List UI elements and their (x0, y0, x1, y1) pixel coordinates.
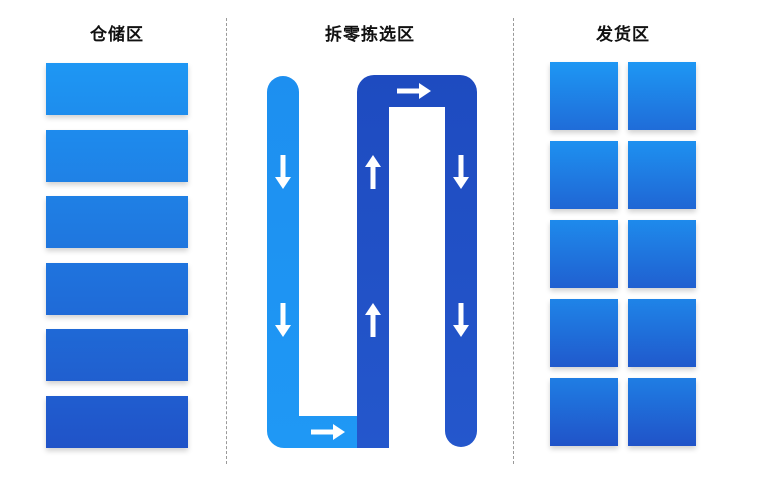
shipping-dock (550, 378, 618, 446)
arrow-down-icon (275, 155, 291, 189)
storage-zone-title: 仓储区 (90, 25, 144, 45)
shipping-dock (628, 299, 696, 367)
storage-shelf (46, 129, 188, 182)
arrow-right-icon (311, 424, 345, 440)
shipping-dock (550, 62, 618, 130)
arrow-down-icon (453, 303, 469, 337)
storage-shelf (46, 329, 188, 381)
path-lane-dark (357, 75, 477, 448)
zone-divider-right (513, 18, 514, 464)
arrow-up-icon (365, 303, 381, 337)
path-lane-light (267, 76, 357, 448)
shipping-dock (550, 220, 618, 288)
shipping-dock (628, 141, 696, 209)
picking-zone-title: 拆零拣选区 (325, 25, 415, 45)
zone-divider-left (226, 18, 227, 464)
shipping-dock (628, 220, 696, 288)
shipping-dock (628, 378, 696, 446)
shipping-dock (550, 299, 618, 367)
shipping-zone-title: 发货区 (596, 25, 650, 45)
shipping-dock (628, 62, 696, 130)
shipping-dock (550, 141, 618, 209)
arrow-up-icon (365, 155, 381, 189)
arrow-right-icon (397, 83, 431, 99)
storage-shelf (46, 395, 188, 448)
storage-shelf (46, 262, 188, 315)
storage-shelf (46, 63, 188, 115)
arrow-down-icon (275, 303, 291, 337)
arrow-down-icon (453, 155, 469, 189)
storage-shelf (46, 196, 188, 248)
